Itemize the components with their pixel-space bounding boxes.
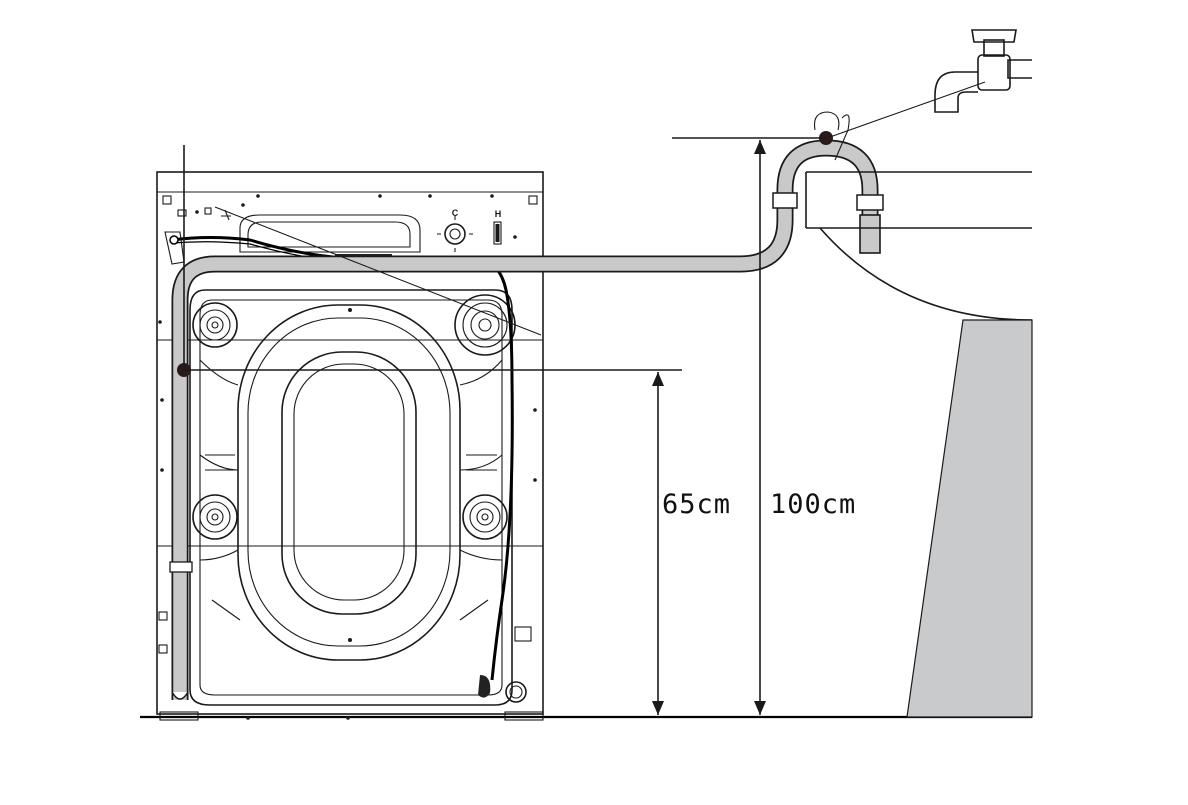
basin-pedestal (906, 319, 1033, 718)
cold-inlet-label: C (452, 208, 459, 218)
dimension-100cm (672, 137, 826, 715)
sink-height-label: 100cm (768, 489, 859, 521)
shock-mount-top-right (454, 294, 516, 356)
shock-mount-top-left (192, 302, 238, 348)
power-cord (171, 236, 514, 681)
standpipe-height-label: 65cm (660, 489, 734, 521)
drain-hose (169, 139, 884, 700)
washing-machine-rear (156, 171, 544, 721)
water-tap (934, 29, 1032, 113)
shock-mount-bottom-right (462, 494, 508, 540)
sink-basin (805, 111, 1033, 718)
hot-inlet-label: H (495, 209, 502, 219)
dimension-65cm (184, 369, 682, 715)
shock-mount-bottom-left (192, 494, 238, 540)
